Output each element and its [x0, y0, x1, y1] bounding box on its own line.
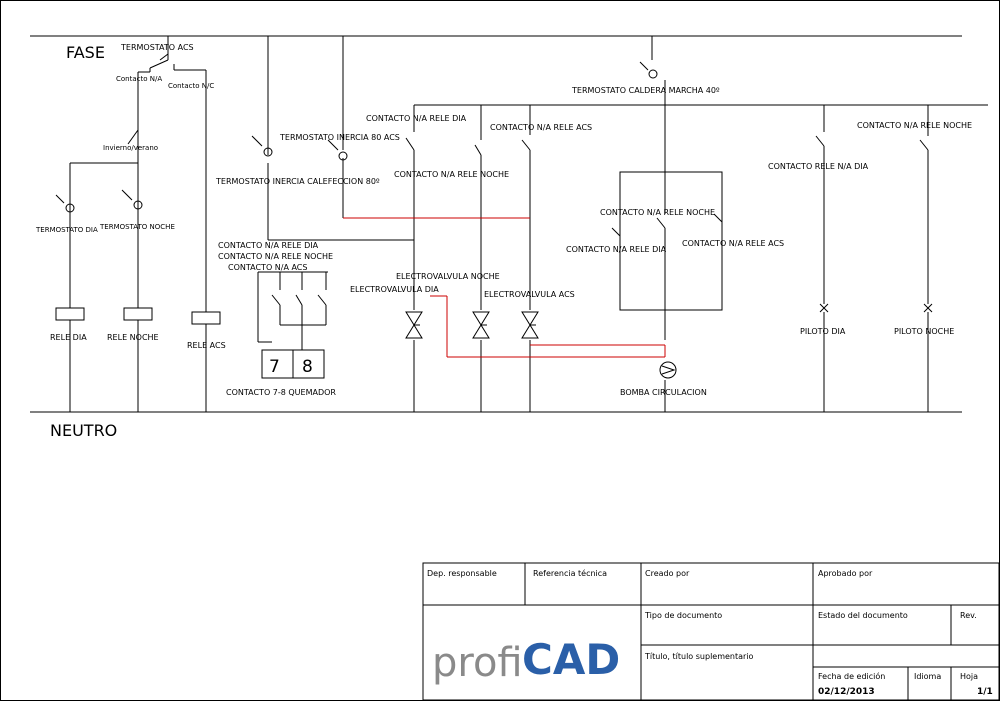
- tb-dep-responsable: Dep. responsable: [427, 569, 497, 578]
- quemador-contacts: [257, 271, 328, 350]
- terminal-8: 8: [302, 357, 313, 377]
- contacto-na-rele-acs-c-label: CONTACTO N/A RELE ACS: [682, 239, 784, 248]
- rele-noche-coil: [123, 307, 153, 412]
- tb-referencia-tecnica: Referencia técnica: [533, 568, 607, 578]
- neutro-label: NEUTRO: [50, 421, 117, 440]
- contacto-na-rele-noche-d-label: CONTACTO N/A RELE NOCHE: [857, 121, 972, 130]
- tb-fecha-label: Fecha de edición: [818, 671, 885, 681]
- termostato-dia-symbol: [55, 194, 75, 213]
- contacto-na-rele-dia-b-label: CONTACTO N/A RELE DIA: [366, 114, 467, 123]
- contacto-na-label: Contacto N/A: [116, 75, 162, 83]
- termostato-noche-label: TERMOSTATO NOCHE: [99, 223, 175, 231]
- highlight-wires: [343, 217, 666, 358]
- rele-dia-label: RELE DIA: [50, 333, 87, 342]
- contacto-na-acs-label: CONTACTO N/A ACS: [228, 263, 307, 272]
- tb-tipo-documento: Tipo de documento: [644, 611, 722, 620]
- invierno-verano-label: Invierno/verano: [103, 144, 158, 152]
- rele-acs-coil: [191, 311, 221, 412]
- electrovalvula-branch: [405, 104, 988, 412]
- rele-dia-coil: [55, 307, 85, 412]
- contacto-na-rele-acs-b-label: CONTACTO N/A RELE ACS: [490, 123, 592, 132]
- termostato-caldera-circuit: [639, 36, 666, 172]
- tb-creado-por: Creado por: [645, 569, 690, 578]
- piloto-dia-label: PILOTO DIA: [800, 327, 846, 336]
- proficad-logo: profi CAD: [432, 635, 620, 686]
- rele-noche-label: RELE NOCHE: [107, 333, 159, 342]
- termostato-inercia-acs-symbol: [327, 139, 348, 161]
- termostato-dia-label: TERMOSTATO DIA: [35, 226, 98, 234]
- tb-rev: Rev.: [960, 611, 977, 620]
- contacto-na-rele-noche-b-label: CONTACTO N/A RELE NOCHE: [394, 170, 509, 179]
- fase-label: FASE: [66, 43, 105, 62]
- rele-acs-label: RELE ACS: [187, 341, 226, 350]
- termostato-caldera-label: TERMOSTATO CALDERA MARCHA 40º: [571, 86, 720, 95]
- bomba-symbol: [659, 361, 677, 379]
- electrovalvula-acs-symbol: [521, 311, 539, 339]
- bomba-contacts-box: [611, 171, 723, 412]
- tb-hoja-value: 1/1: [977, 687, 993, 697]
- piloto-noche-branch: [919, 105, 933, 412]
- electrovalvula-noche-label: ELECTROVALVULA NOCHE: [396, 272, 500, 281]
- tb-estado-documento: Estado del documento: [818, 611, 908, 620]
- quemador-terminal-box: [261, 349, 325, 379]
- tb-hoja-label: Hoja: [960, 672, 978, 681]
- electrovalvula-acs-label: ELECTROVALVULA ACS: [484, 290, 575, 299]
- title-block: [422, 562, 1000, 701]
- contacto-na-rele-dia-c-label: CONTACTO N/A RELE DIA: [566, 245, 667, 254]
- terminal-7: 7: [269, 357, 280, 377]
- piloto-noche-label: PILOTO NOCHE: [894, 327, 954, 336]
- contacto-na-rele-noche-c-label: CONTACTO N/A RELE NOCHE: [600, 208, 715, 217]
- tb-titulo: Título, título suplementario: [644, 652, 754, 661]
- termostato-acs-label: TERMOSTATO ACS: [120, 43, 194, 52]
- contacto-7-8-label: CONTACTO 7-8 QUEMADOR: [226, 388, 336, 397]
- termostato-inercia-calefeccion-symbol: [251, 135, 273, 157]
- invierno-verano-switch: [69, 129, 139, 308]
- contacto-rele-na-dia-label: CONTACTO RELE N/A DIA: [768, 162, 869, 171]
- electrovalvula-dia-label: ELECTROVALVULA DIA: [350, 285, 439, 294]
- tb-idioma: Idioma: [914, 672, 941, 681]
- termostato-noche-symbol: [121, 189, 143, 210]
- tb-aprobado-por: Aprobado por: [818, 569, 873, 578]
- contacto-na-rele-noche-a-label: CONTACTO N/A RELE NOCHE: [218, 252, 333, 261]
- piloto-dia-branch: [815, 105, 829, 412]
- termostato-inercia-80-acs-label: TERMOSTATO INERCIA 80 ACS: [279, 133, 400, 142]
- termostato-acs-circuit: [137, 36, 207, 312]
- bomba-label: BOMBA CIRCULACION: [620, 388, 707, 397]
- electrovalvula-dia-symbol: [405, 311, 423, 339]
- contacto-nc-label: Contacto N/C: [168, 82, 214, 90]
- inercia-wires: [267, 36, 414, 241]
- electrovalvula-noche-symbol: [472, 311, 490, 339]
- tb-fecha-value: 02/12/2013: [818, 687, 875, 697]
- logo-profi-text: profi: [432, 640, 523, 686]
- termostato-inercia-calefeccion-label: TERMOSTATO INERCIA CALEFECCION 80º: [215, 177, 380, 186]
- logo-cad-text: CAD: [522, 635, 620, 684]
- contacto-na-rele-dia-a-label: CONTACTO N/A RELE DIA: [218, 241, 319, 250]
